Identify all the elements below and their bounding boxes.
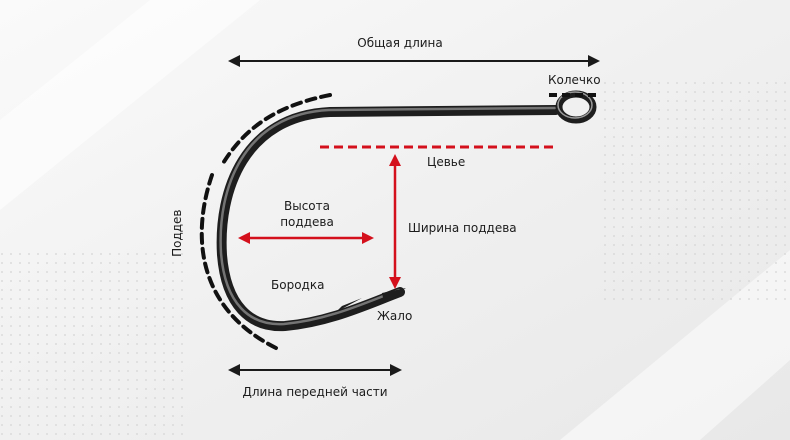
background-stripe (0, 0, 260, 210)
front-length-label: Длина передней части (242, 385, 388, 399)
bend-dash-lower (199, 173, 278, 350)
gape-height-label-line1: Высота (284, 199, 330, 213)
eye-label: Колечко (548, 73, 601, 87)
hook (216, 90, 597, 332)
gape-height-label-line2: поддева (280, 215, 334, 230)
front-length-arrow (228, 364, 402, 376)
point-label: Жало (377, 309, 413, 323)
dot-pattern-left (0, 250, 190, 440)
gape-height-label: Высота поддева (262, 199, 352, 230)
gape-width-arrow (389, 154, 401, 289)
hook-point (382, 288, 406, 302)
hook-barb (336, 298, 362, 312)
overall-length-label: Общая длина (357, 36, 443, 50)
overall-length-arrow (228, 55, 600, 67)
dot-pattern-right (600, 80, 790, 300)
bend-dash-upper (220, 93, 332, 167)
gape-height-arrow (238, 232, 374, 244)
gape-width-label: Ширина поддева (408, 221, 517, 235)
shank-label: Цевье (427, 155, 466, 169)
bend-label: Поддев (169, 209, 184, 257)
barb-label: Бородка (271, 278, 325, 292)
